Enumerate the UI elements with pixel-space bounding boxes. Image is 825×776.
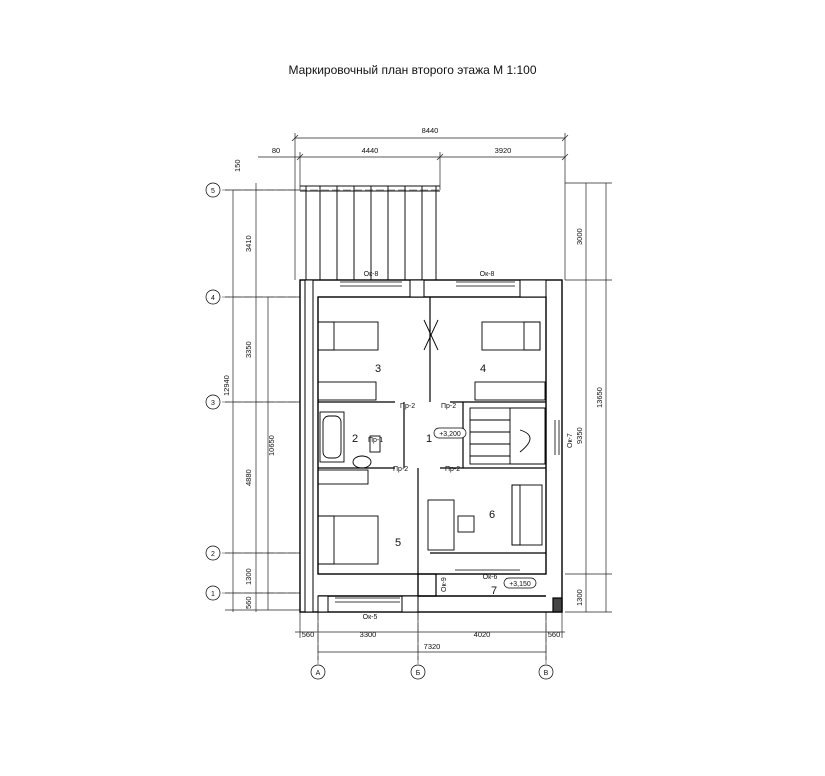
level-floor: +3,200 bbox=[439, 431, 461, 438]
dim-left-top: 150 bbox=[233, 159, 242, 172]
dim-bottom-d: 560 bbox=[548, 630, 561, 639]
window-mark-ok5: Ок-5 bbox=[363, 614, 378, 621]
dim-top-overall: 8440 bbox=[422, 126, 439, 135]
level-terrace: +3,150 bbox=[509, 581, 531, 588]
room-5: 5 bbox=[395, 537, 401, 549]
dim-right-overall: 13650 bbox=[595, 387, 604, 408]
axis-row-1: 1 bbox=[211, 591, 215, 598]
windows bbox=[335, 281, 560, 603]
dim-bottom-a: 560 bbox=[302, 630, 315, 639]
dim-left-d5: 560 bbox=[244, 596, 253, 609]
dim-left-d2: 3350 bbox=[244, 341, 253, 358]
room-1: 1 bbox=[426, 433, 432, 445]
door-mark-pr2-a: Пр-2 bbox=[400, 403, 415, 410]
axis-row-3: 3 bbox=[211, 400, 215, 407]
dim-left-d1: 3410 bbox=[244, 235, 253, 252]
dim-right-bottom: 1300 bbox=[575, 589, 584, 606]
dim-left-mid: 10650 bbox=[267, 435, 276, 456]
window-mark-ok7: Ок-7 bbox=[567, 433, 574, 448]
door-mark-pr1: Пр-1 bbox=[368, 437, 383, 444]
axis-row-5: 5 bbox=[211, 188, 215, 195]
window-mark-ok6: Ок-6 bbox=[483, 574, 498, 581]
dim-left-d4: 1300 bbox=[244, 568, 253, 585]
dim-right-top: 3000 bbox=[575, 228, 584, 245]
axis-col-a: А bbox=[316, 670, 321, 677]
door-mark-pr2-b: Пр-2 bbox=[441, 403, 456, 410]
dim-top-right: 3920 bbox=[495, 146, 512, 155]
dim-top-offset: 80 bbox=[272, 146, 280, 155]
door-mark-pr2-d: Пр-2 bbox=[445, 466, 460, 473]
axis-col-v: В bbox=[544, 670, 549, 677]
axis-row-2: 2 bbox=[211, 551, 215, 558]
furniture bbox=[317, 319, 546, 565]
interior-walls bbox=[318, 297, 563, 613]
exterior-walls bbox=[299, 279, 563, 613]
dim-left-d3: 4880 bbox=[244, 469, 253, 486]
dim-bottom-b: 3300 bbox=[360, 630, 377, 639]
room-7: 7 bbox=[491, 585, 497, 597]
window-mark-ok8-right: Ок-8 bbox=[480, 271, 495, 278]
dim-bottom-c: 4020 bbox=[474, 630, 491, 639]
room-2: 2 bbox=[352, 433, 358, 445]
axis-row-4: 4 bbox=[211, 295, 215, 302]
door-mark-pr2-c: Пр-2 bbox=[393, 466, 408, 473]
axis-col-b: Б bbox=[416, 670, 421, 677]
room-4: 4 bbox=[480, 363, 486, 375]
window-mark-ok8-left: Ок-8 bbox=[364, 271, 379, 278]
room-3: 3 bbox=[375, 363, 381, 375]
pergola bbox=[300, 185, 440, 280]
dim-top-left: 4440 bbox=[362, 146, 379, 155]
drawing-title: Маркировочный план второго этажа М 1:100 bbox=[288, 63, 537, 77]
window-mark-ok9: Ок-9 bbox=[441, 577, 448, 592]
room-6: 6 bbox=[489, 509, 495, 521]
dim-right-mid: 9350 bbox=[575, 427, 584, 444]
dim-bottom-overall: 7320 bbox=[424, 642, 441, 651]
dim-left-overall: 12940 bbox=[222, 375, 231, 396]
